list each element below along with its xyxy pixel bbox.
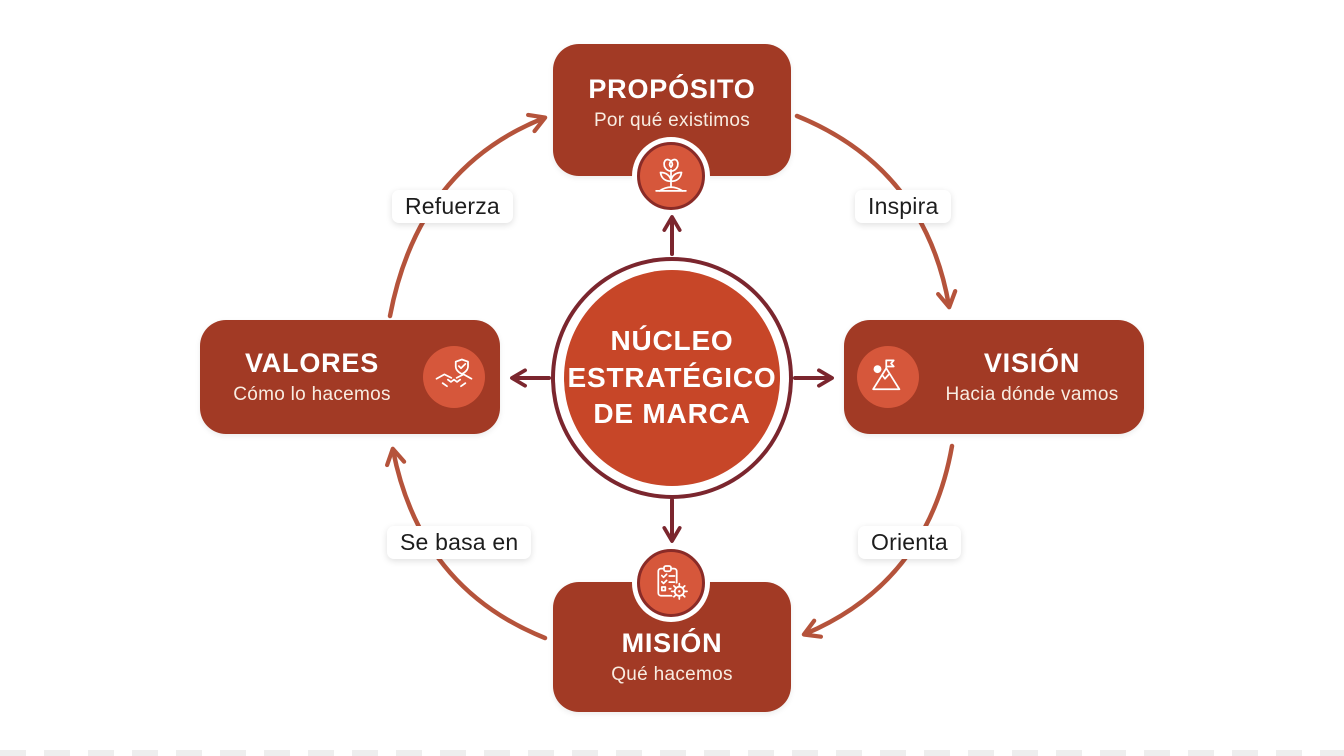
node-vision: VISIÓN Hacia dónde vamos <box>844 320 1144 434</box>
cropped-caption-artifact <box>0 750 1344 756</box>
vision-subtitle: Hacia dónde vamos <box>945 384 1119 405</box>
edge-label-refuerza: Refuerza <box>392 190 513 223</box>
center-circle: NÚCLEO ESTRATÉGICO DE MARCA <box>564 270 780 486</box>
center-line-1: NÚCLEO <box>610 325 734 357</box>
edge-label-se-basa-en: Se basa en <box>387 526 532 559</box>
valores-title: VALORES <box>244 348 380 378</box>
edge-label-orienta: Orienta <box>858 526 961 559</box>
edge-label-inspira: Inspira <box>855 190 952 223</box>
arrow-proposito-to-vision <box>794 113 958 310</box>
clipboard-checklist-gear-icon <box>637 549 705 617</box>
sprout-plant-icon <box>637 142 705 210</box>
mision-title: MISIÓN <box>621 628 723 658</box>
center-line-3: DE MARCA <box>593 398 751 430</box>
arrow-vision-to-mision <box>801 443 955 639</box>
center-title: NÚCLEO ESTRATÉGICO DE MARCA <box>568 323 777 432</box>
center-line-2: ESTRATÉGICO <box>567 361 777 393</box>
valores-subtitle: Cómo lo hacemos <box>233 384 391 405</box>
mountain-flag-icon <box>857 346 919 408</box>
arrow-mision-to-valores <box>385 446 548 641</box>
handshake-shield-check-icon <box>423 346 485 408</box>
vision-title: VISIÓN <box>983 348 1081 378</box>
mision-subtitle: Qué hacemos <box>611 664 733 685</box>
proposito-title: PROPÓSITO <box>588 74 756 104</box>
proposito-subtitle: Por qué existimos <box>593 110 751 131</box>
